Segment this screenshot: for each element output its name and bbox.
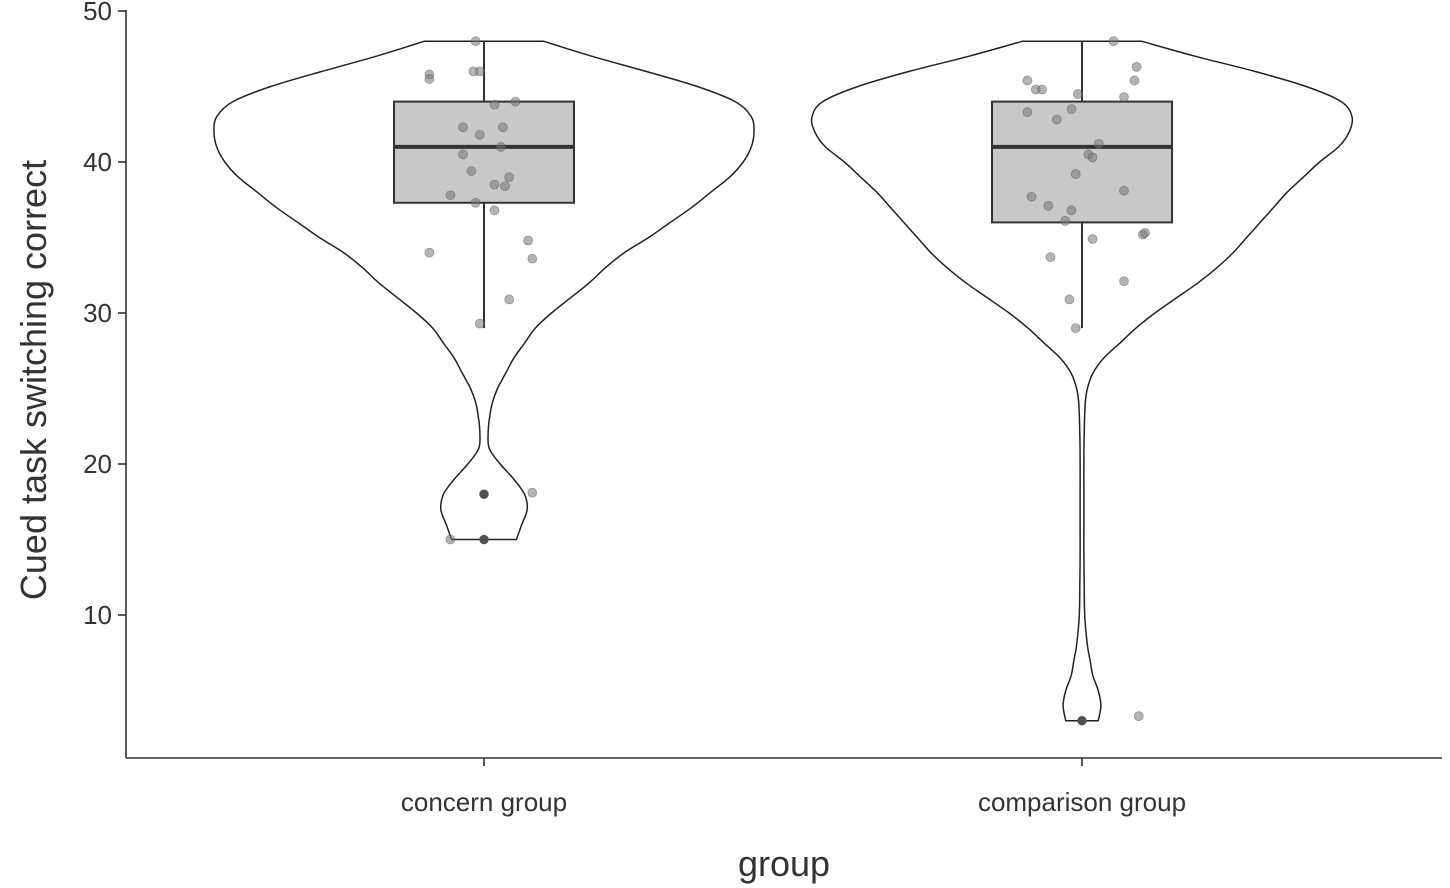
data-point (1037, 84, 1047, 95)
data-point (1043, 200, 1054, 211)
data-point (424, 74, 435, 84)
data-point (1093, 138, 1104, 149)
y-axis-title: Cued task switching correct (13, 160, 54, 600)
data-point (495, 141, 506, 152)
data-point (1131, 61, 1142, 72)
data-point (466, 166, 477, 176)
data-point (1022, 107, 1033, 118)
data-point (500, 181, 510, 192)
data-point (1045, 252, 1056, 263)
plot-area (213, 36, 1354, 726)
data-point (1051, 114, 1062, 125)
violin-shape (810, 40, 1354, 722)
violin-group (213, 36, 755, 545)
data-point (1070, 169, 1081, 179)
data-point (504, 294, 515, 305)
data-point (1070, 323, 1081, 334)
data-point (489, 99, 500, 110)
x-axis-title: group (738, 843, 830, 884)
data-point (1087, 152, 1098, 163)
data-point (479, 489, 489, 500)
data-point (1026, 191, 1037, 202)
data-point (1119, 276, 1129, 287)
axes (125, 10, 1442, 759)
data-point (458, 122, 468, 133)
data-point (1140, 228, 1150, 238)
data-point (470, 197, 481, 208)
data-point (468, 66, 479, 77)
data-point (445, 534, 456, 545)
data-point (1087, 234, 1098, 244)
data-point (474, 318, 485, 329)
y-tick-label: 30 (83, 298, 112, 328)
data-point (1066, 104, 1077, 115)
data-point (523, 235, 533, 246)
y-tick-label: 20 (83, 449, 112, 479)
data-point (1108, 36, 1119, 47)
data-point (458, 149, 468, 160)
data-point (497, 122, 508, 133)
data-point (1119, 92, 1129, 102)
data-point (479, 534, 489, 545)
data-point (527, 487, 538, 498)
data-point (1072, 89, 1083, 99)
data-point (1064, 294, 1075, 305)
data-point (527, 253, 538, 264)
data-point (1119, 185, 1129, 196)
data-point (470, 36, 481, 47)
data-point (1022, 75, 1033, 86)
data-point (474, 129, 485, 140)
ticks: 10 20 30 40 50 concern group comparison group (83, 0, 1186, 817)
x-tick-label: comparison group (978, 787, 1186, 817)
box-iqr (393, 100, 575, 204)
y-tick-label: 10 (83, 600, 112, 630)
data-point (489, 205, 500, 216)
data-point (424, 247, 435, 258)
data-point (1133, 711, 1144, 722)
data-point (1077, 715, 1087, 726)
violin-group (810, 36, 1354, 726)
data-point (504, 172, 515, 183)
data-point (489, 179, 500, 190)
y-tick-label: 40 (83, 147, 112, 177)
data-point (1060, 215, 1071, 226)
y-tick-label: 50 (83, 0, 112, 26)
x-tick-label: concern group (401, 787, 567, 817)
data-point (1066, 205, 1077, 216)
data-point (1129, 75, 1140, 86)
data-point (510, 96, 521, 107)
data-point (445, 190, 456, 201)
box-iqr (991, 100, 1173, 224)
